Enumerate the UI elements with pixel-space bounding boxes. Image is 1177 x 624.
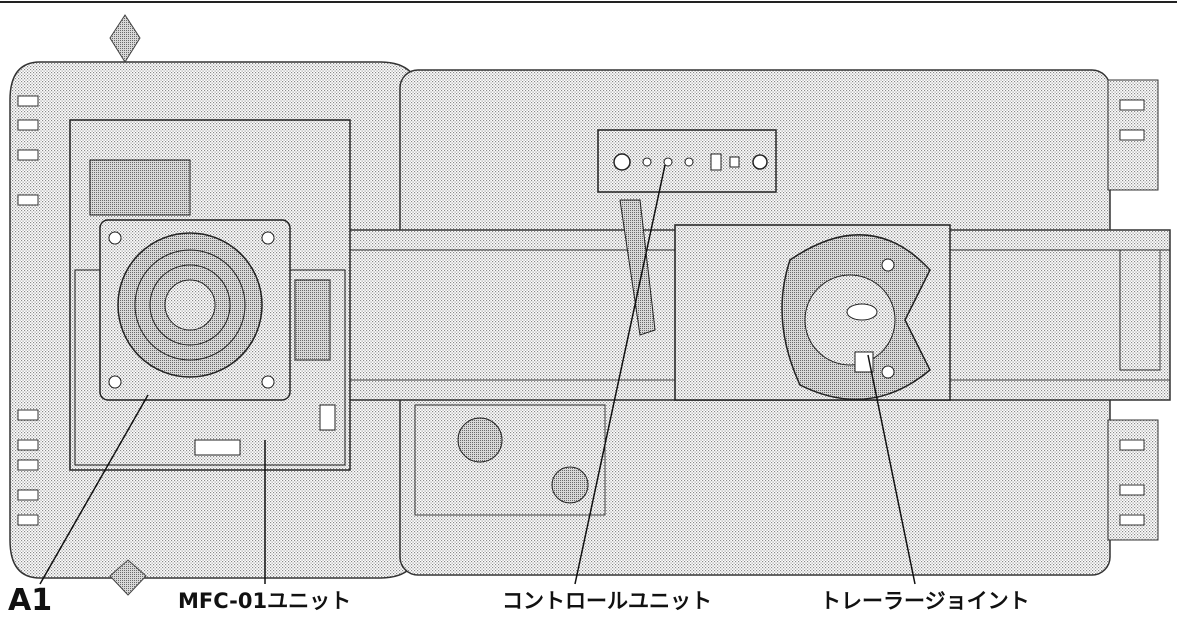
switch-icon [729, 156, 740, 168]
left-lights [17, 95, 39, 526]
leader-lines [39, 164, 916, 585]
led-icon [663, 157, 673, 167]
led-icon [613, 153, 631, 171]
led-icon [642, 157, 652, 167]
label-mfc-01-unit: MFC-01ユニット [178, 589, 352, 613]
led-icon [752, 154, 768, 170]
label-control-unit: コントロールユニット [502, 589, 712, 613]
right-lights [1119, 99, 1145, 526]
led-icon [684, 157, 694, 167]
label-a1: A1 [8, 583, 53, 618]
diamond-marker-top [109, 14, 141, 63]
control-unit [597, 129, 777, 193]
diamond-marker-bottom [109, 559, 147, 596]
trailer-joint [674, 224, 951, 401]
switch-icon [710, 153, 722, 171]
mfc-01-unit [69, 119, 351, 471]
label-trailer-joint: トレーラージョイント [820, 589, 1030, 613]
